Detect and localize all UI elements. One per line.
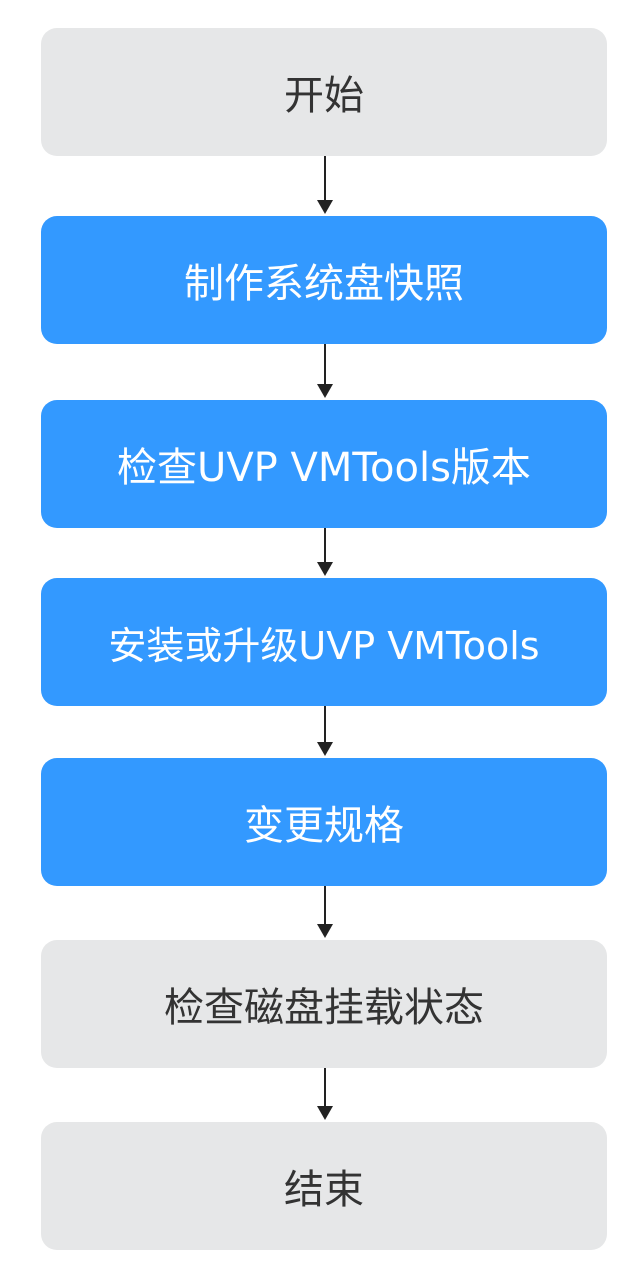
step-start: 开始 — [41, 28, 607, 156]
step-change-specifications-label: 变更规格 — [244, 803, 404, 849]
step-end-label: 结束 — [284, 1167, 364, 1213]
step-check-uvp-vmtools-version: 检查UVP VMTools版本 — [41, 400, 607, 528]
step-start-label: 开始 — [284, 73, 364, 119]
arrow-6-icon — [315, 1068, 335, 1120]
step-check-uvp-vmtools-version-label: 检查UVP VMTools版本 — [117, 445, 531, 491]
step-create-system-disk-snapshot: 制作系统盘快照 — [41, 216, 607, 344]
step-change-specifications: 变更规格 — [41, 758, 607, 886]
step-end: 结束 — [41, 1122, 607, 1250]
arrow-4-icon — [315, 706, 335, 756]
arrow-5-icon — [315, 886, 335, 938]
step-check-disk-mount-status: 检查磁盘挂载状态 — [41, 940, 607, 1068]
step-install-or-upgrade-uvp-vmtools-label: 安装或升级UVP VMTools — [108, 623, 540, 668]
step-install-or-upgrade-uvp-vmtools: 安装或升级UVP VMTools — [41, 578, 607, 706]
step-check-disk-mount-status-label: 检查磁盘挂载状态 — [164, 985, 484, 1031]
step-create-system-disk-snapshot-label: 制作系统盘快照 — [184, 261, 464, 307]
arrow-3-icon — [315, 528, 335, 576]
arrow-1-icon — [315, 156, 335, 214]
arrow-2-icon — [315, 344, 335, 398]
